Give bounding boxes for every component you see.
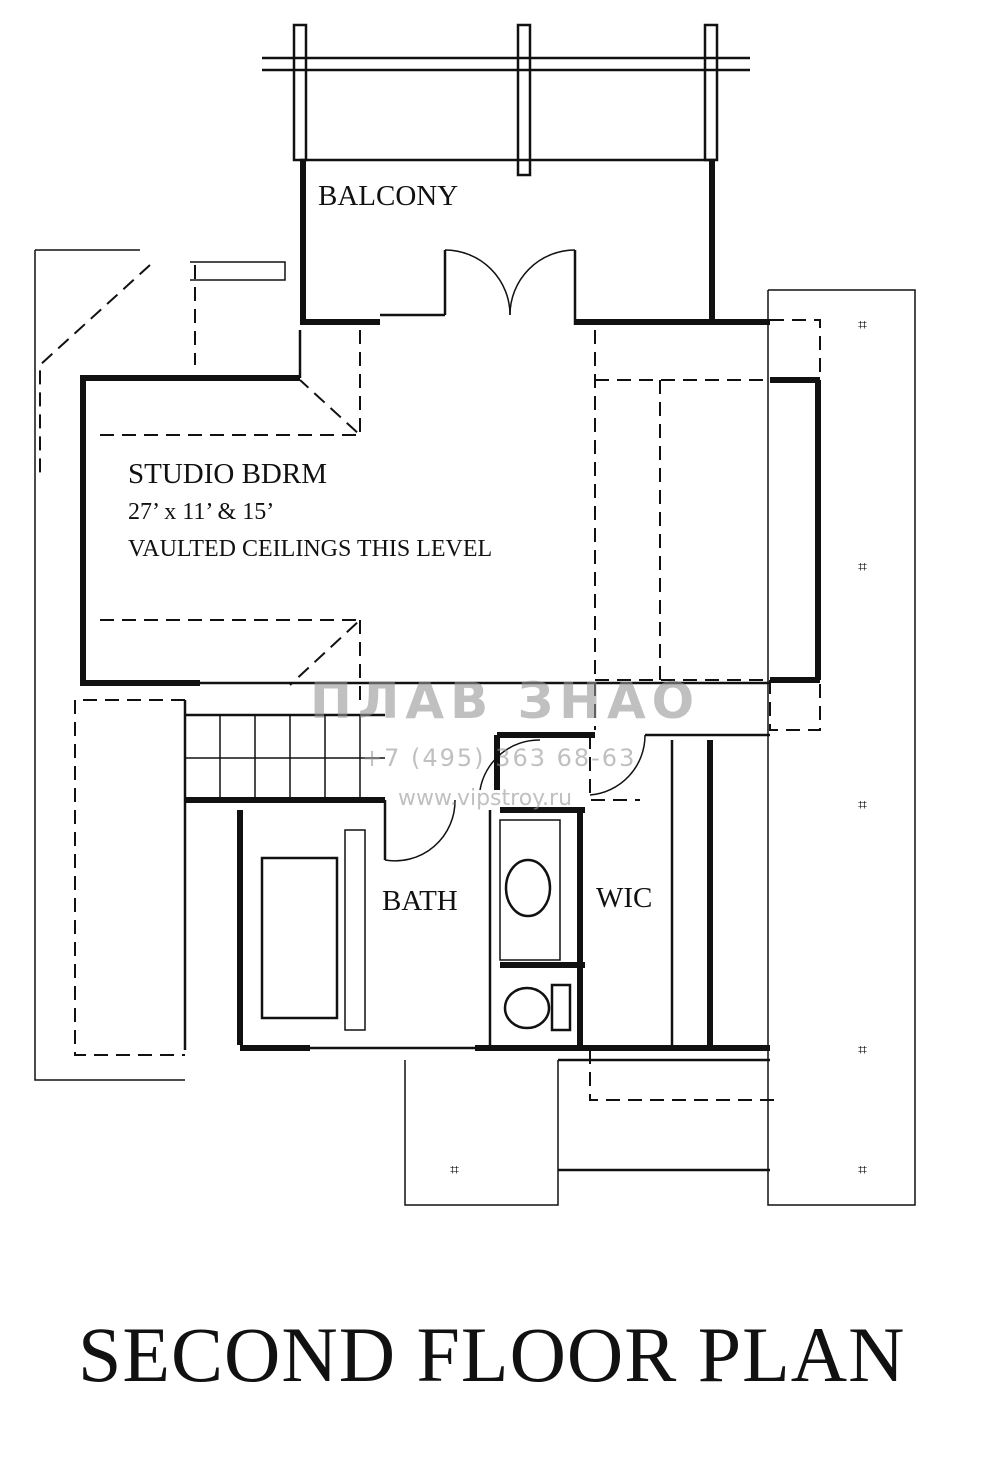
dimension-lines — [34, 249, 916, 1206]
exterior-walls — [80, 330, 821, 1051]
interior-walls — [185, 713, 770, 1045]
watermark-phone: +7 (495) 363 68-63 — [362, 744, 637, 772]
room-label-studio: STUDIO BDRM — [128, 458, 327, 490]
svg-text:⌗: ⌗ — [858, 1160, 867, 1179]
room-label-balcony: BALCONY — [318, 180, 459, 212]
watermark-logo: ПЛАВ ЗНАО — [310, 672, 701, 730]
post-markers: ⌗ ⌗ ⌗ ⌗ ⌗ ⌗ — [450, 315, 867, 1179]
svg-text:⌗: ⌗ — [858, 315, 867, 334]
room-dimensions-studio: 27’ x 11’ & 15’ — [128, 499, 275, 525]
roof-overhang-lines — [39, 264, 821, 1101]
svg-text:⌗: ⌗ — [450, 1160, 459, 1179]
balcony-walls — [300, 158, 770, 325]
bathroom-fixtures — [260, 819, 572, 1032]
room-label-wic: WIC — [596, 882, 653, 914]
balcony-railing — [262, 23, 750, 177]
watermark-url: www.vipstroy.ru — [398, 786, 573, 811]
stairs — [185, 715, 385, 800]
svg-text:⌗: ⌗ — [858, 795, 867, 814]
plan-title: SECOND FLOOR PLAN — [78, 1311, 906, 1398]
ceiling-note: VAULTED CEILINGS THIS LEVEL — [128, 536, 493, 562]
svg-text:⌗: ⌗ — [858, 557, 867, 576]
room-label-bath: BATH — [382, 885, 458, 917]
svg-text:⌗: ⌗ — [858, 1040, 867, 1059]
